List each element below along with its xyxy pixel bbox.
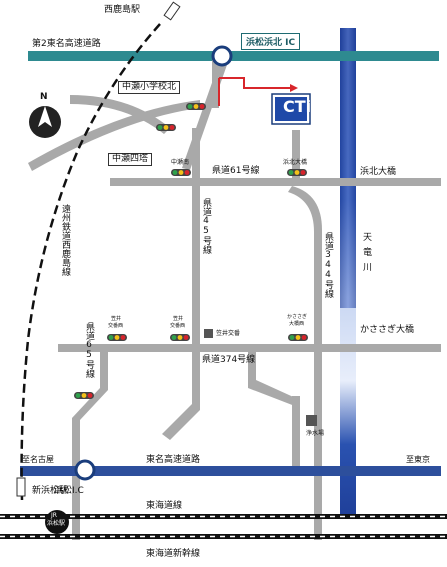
curved-road-nw: [28, 100, 200, 171]
route-344-label: 県道344号線: [323, 232, 333, 298]
to-tokyo-label: 至東京: [406, 455, 430, 464]
kasai-koban-signal-label-2: 交番西: [170, 323, 186, 329]
kasai-kobanishi-label-1: 笠井: [111, 316, 122, 322]
kasasagi-signal-label-1: かささぎ: [287, 314, 308, 320]
hamakita-ohashi-signal-label: 浜北大橋: [283, 159, 308, 166]
jr-hamamatsu-icon: [45, 510, 69, 534]
hamamatsu-hamakita-ic-label: 浜松浜北 IC: [241, 33, 301, 50]
route-61-road: [110, 178, 441, 186]
company-name: CTi: [283, 97, 312, 116]
compass-label: N: [40, 92, 48, 102]
tenryu-river-label: 天竜川: [361, 232, 371, 277]
route-red: [218, 77, 296, 106]
tomei-label: 東名高速道路: [146, 455, 201, 465]
josuijo-label: 浄水場: [306, 430, 325, 437]
enshu-railway: [20, 23, 161, 501]
kasasagi-signal-label-2: 大橋西: [289, 321, 305, 327]
kasai-koban-label: 笠井交番: [216, 330, 241, 337]
route-374-label: 県道374号線: [202, 355, 256, 365]
nishikajima-station-label: 西鹿島駅: [104, 5, 141, 15]
route-374-road: [58, 344, 441, 352]
nakaze-shogakko-kita-label: 中瀬小学校北: [118, 81, 181, 94]
nakaze-yotsuzuka-label: 中瀬四塔: [108, 153, 153, 166]
hamamatsu-station-label: 浜松駅: [47, 520, 66, 527]
second-tomei-expressway: [28, 51, 439, 61]
kasai-koban-signal-label-1: 笠井: [173, 316, 184, 322]
kasai-kobanishi-label-2: 交番西: [108, 323, 124, 329]
josuijo-icon: [306, 415, 317, 426]
route-65-label: 県道65号線: [84, 322, 94, 378]
jr-label: JR: [51, 512, 57, 519]
hamamatsu-ic: [74, 459, 96, 481]
kasai-koban-icon: [204, 329, 213, 338]
shinkansen-label: 東海道新幹線: [146, 549, 201, 559]
route-61-label: 県道61号線: [212, 166, 260, 176]
shin-hamamatsu-station-icon: [16, 477, 26, 497]
to-nagoya-label: 至名古屋: [22, 455, 54, 464]
traffic-lights: [74, 103, 308, 399]
tomei-expressway: [20, 466, 441, 476]
route-45-road: [192, 128, 200, 360]
shin-hamamatsu-label: 新浜松駅: [32, 486, 69, 496]
route-45-label: 県道45号線: [201, 198, 211, 254]
nakaze-minami-label: 中瀬南: [171, 159, 190, 166]
second-tomei-label: 第2東名高速道路: [32, 39, 101, 49]
hamamatsu-ic-label: 浜松I.C: [54, 486, 84, 496]
curved-road-inner: [70, 95, 170, 134]
hamamatsu-hamakita-ic: [211, 45, 233, 67]
enshu-railway-label: 遠州鉄道西鹿島線: [60, 204, 70, 276]
tokaido-line-label: 東海道線: [146, 501, 183, 511]
nishikajima-station-icon: [163, 1, 181, 21]
kasasagi-bridge-label: かささぎ大橋: [360, 325, 415, 335]
route-65-road: [72, 352, 108, 540]
hamakita-bridge-label: 浜北大橋: [360, 167, 397, 177]
diagonal-road: [182, 60, 228, 170]
route-344-road: [288, 186, 322, 540]
